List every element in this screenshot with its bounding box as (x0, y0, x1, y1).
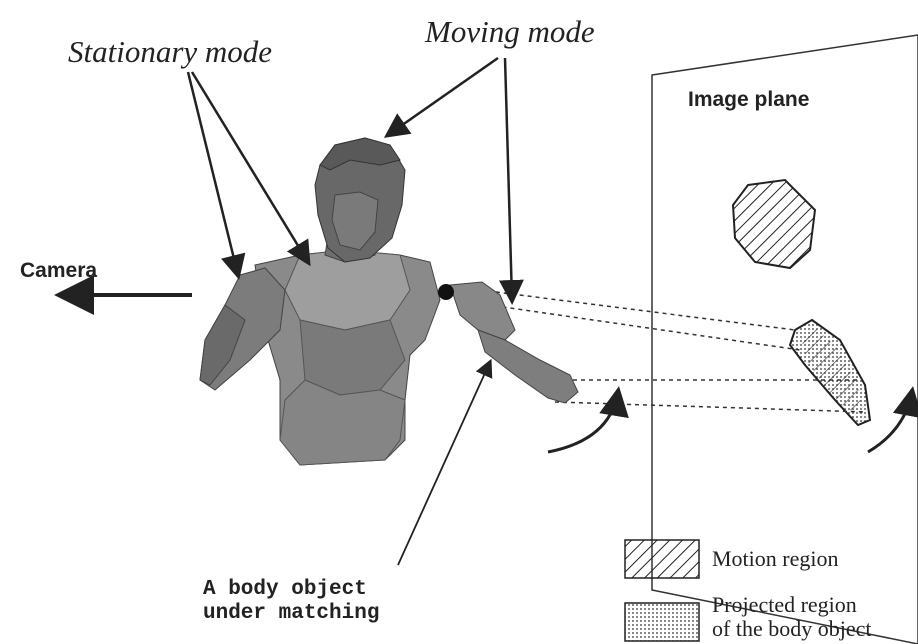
stationary-mode-arrows (188, 72, 308, 275)
body-object-label-line2: under matching (203, 602, 379, 625)
legend-motion-swatch (625, 540, 699, 578)
legend-motion-label: Motion region (712, 546, 839, 571)
body-object-arrow (398, 362, 490, 565)
legend-projected-label-line1: Projected region (712, 592, 857, 617)
rotation-arc-plane (868, 392, 912, 452)
motion-region-shape (733, 180, 815, 268)
moving-mode-label: Moving mode (424, 14, 595, 49)
legend: Motion region Projected region of the bo… (625, 540, 871, 641)
legend-projected-label-line2: of the body object (712, 616, 871, 641)
body-object-label-line1: A body object (203, 578, 367, 601)
legend-projected-swatch (625, 603, 699, 641)
stationary-mode-label: Stationary mode (68, 34, 272, 69)
image-plane-label: Image plane (688, 88, 809, 111)
human-body-model (200, 138, 578, 465)
camera-label: Camera (20, 259, 97, 282)
